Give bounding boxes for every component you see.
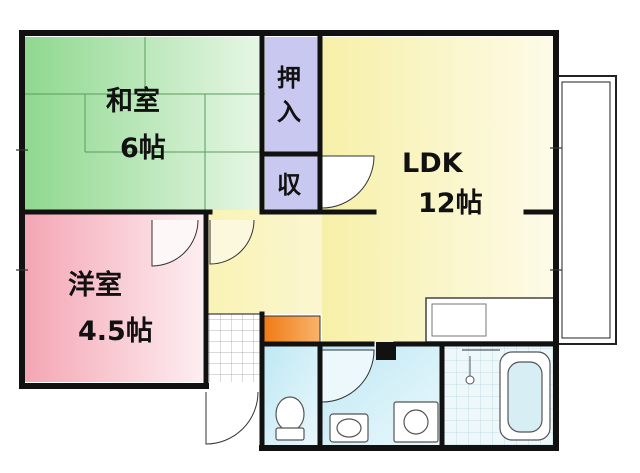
shuunou-char: 収 [277,171,302,199]
oshiire-closet [265,37,319,152]
kitchen-counter [425,297,555,343]
ldk-size: 12帖 [418,188,483,219]
oshiire-char-1: 押 [277,64,301,92]
youshitsu-name: 洋室 [68,269,122,301]
tatami-lines [25,37,265,210]
washitsu-size: 6帖 [120,133,166,164]
shoe-cabinet [263,315,321,343]
genkan-entrance [206,314,262,382]
ldk-name: LDK [402,148,464,179]
toilet-icon [275,396,305,441]
pillar [376,342,396,360]
balcony [555,75,617,345]
walls [19,30,559,451]
bathtub-icon [499,351,551,441]
door-swings [151,155,500,445]
washbasin-icon [329,413,369,443]
youshitsu-size: 4.5帖 [78,316,153,347]
oshiire-char-2: 入 [277,98,301,126]
window-marks [16,147,562,271]
washitsu-name: 和室 [106,85,160,117]
shower-icon [465,356,475,385]
shuunou-closet [265,156,319,210]
washer-pan-icon [393,401,439,443]
